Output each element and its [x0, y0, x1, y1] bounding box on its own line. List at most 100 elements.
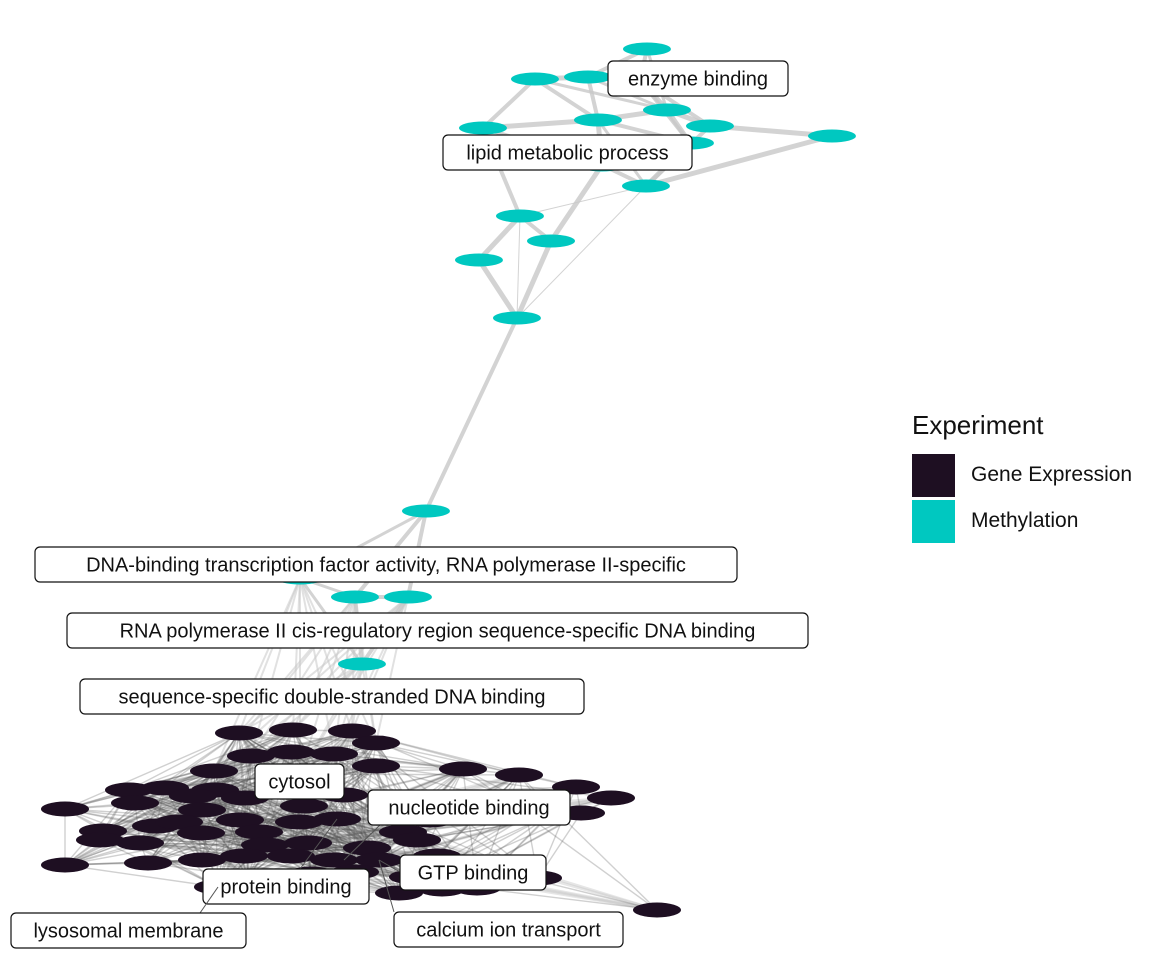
methylation-node [384, 590, 432, 604]
gene-expression-node [393, 832, 441, 848]
node-label: GTP binding [378, 854, 547, 891]
label-leader-line [378, 859, 395, 913]
gene-expression-node [310, 852, 358, 868]
graph-edge [178, 821, 418, 841]
graph-edge [128, 729, 294, 791]
graph-edge [213, 770, 309, 844]
label-text: RNA polymerase II cis-regulatory region … [120, 621, 756, 643]
graph-edge [533, 77, 600, 122]
graph-edge [476, 213, 523, 263]
legend-swatch-methylation [912, 499, 955, 543]
gene-expression-node [310, 746, 358, 762]
label-text: cytosol [268, 772, 330, 794]
graph-edge [134, 802, 305, 807]
gene-expression-node [280, 798, 328, 814]
legend-swatch-gene-expression [912, 453, 955, 497]
graph-edge [201, 751, 292, 811]
gene-expression-node [495, 767, 543, 783]
methylation-node [574, 113, 622, 127]
node-label: sequence-specific double-stranded DNA bi… [79, 678, 585, 715]
label-text: calcium ion transport [416, 920, 601, 942]
legend-label-gene-expression: Gene Expression [971, 463, 1133, 486]
methylation-node [493, 311, 541, 325]
node-label: cytosol [254, 763, 345, 800]
node-label: enzyme binding [607, 60, 789, 97]
graph-edge [139, 787, 166, 844]
methylation-node [496, 209, 544, 223]
label-text: nucleotide binding [388, 798, 549, 820]
node-label: RNA polymerase II cis-regulatory region … [66, 612, 809, 649]
graph-edge [481, 77, 537, 130]
gene-expression-node [178, 852, 226, 868]
graph-edge [238, 732, 246, 799]
graph-edge [336, 742, 377, 820]
methylation-node [455, 253, 503, 267]
gene-expression-node [284, 835, 332, 851]
label-text: lysosomal membrane [33, 921, 223, 943]
label-text: enzyme binding [628, 69, 768, 91]
label-text: sequence-specific double-stranded DNA bi… [119, 687, 546, 709]
graph-edge [201, 797, 246, 861]
label-box [202, 868, 370, 905]
graph-edge [128, 732, 240, 791]
gene-expression-node [41, 801, 89, 817]
methylation-node [564, 70, 612, 84]
gene-expression-node [269, 722, 317, 738]
gene-expression-node [155, 814, 203, 830]
methylation-node [511, 72, 559, 86]
graph-edge [514, 238, 554, 321]
gene-expression-node [216, 812, 264, 828]
graph-edge [200, 770, 215, 834]
graph-edge [476, 257, 520, 321]
graph-edge [516, 185, 647, 319]
gene-expression-node [267, 744, 315, 760]
gene-expression-node [352, 758, 400, 774]
graph-edge [99, 729, 294, 841]
graph-edge [102, 729, 294, 832]
legend: Experiment Gene Expression Methylation [912, 410, 1132, 545]
methylation-node [459, 121, 507, 135]
graph-edge [250, 577, 301, 757]
gene-expression-node [241, 837, 289, 853]
graph-edge [64, 864, 219, 888]
gene-expression-node [227, 748, 275, 764]
graph-edge [516, 215, 521, 319]
graph-edge [247, 794, 345, 878]
label-box [442, 134, 693, 171]
graph-edge [64, 808, 203, 861]
graph-edge [243, 755, 252, 857]
methylation-node [338, 657, 386, 671]
label-text: GTP binding [418, 863, 529, 885]
graph-edge [239, 755, 252, 821]
gene-expression-node [343, 840, 391, 856]
legend-item-gene-expression: Gene Expression [912, 453, 1132, 497]
methylation-node [527, 234, 575, 248]
graph-edge [214, 732, 240, 791]
legend-title: Experiment [912, 410, 1044, 440]
label-text: DNA-binding transcription factor activit… [86, 555, 686, 577]
label-box [254, 763, 345, 800]
graph-edge [343, 768, 464, 796]
gene-expression-node [439, 761, 487, 777]
gene-expression-node [235, 824, 283, 840]
graph-edge [147, 805, 305, 864]
graph-edge [134, 802, 249, 878]
gene-expression-node [124, 855, 172, 871]
methylation-node [643, 103, 691, 117]
gene-expression-node [105, 782, 153, 798]
label-leader-line [378, 859, 401, 873]
node-label: nucleotide binding [343, 789, 571, 861]
gene-expression-node [267, 848, 315, 864]
label-leader-line [299, 818, 338, 870]
gene-expression-node [190, 763, 238, 779]
label-leader-line [343, 824, 381, 861]
gene-expression-node [41, 857, 89, 873]
graph-edge [299, 577, 377, 744]
node-label: lysosomal membrane [10, 886, 247, 949]
graph-edge [164, 753, 335, 789]
label-box [367, 789, 571, 826]
graph-edge [201, 809, 249, 878]
methylation-node [331, 590, 379, 604]
graph-edge [64, 795, 194, 866]
